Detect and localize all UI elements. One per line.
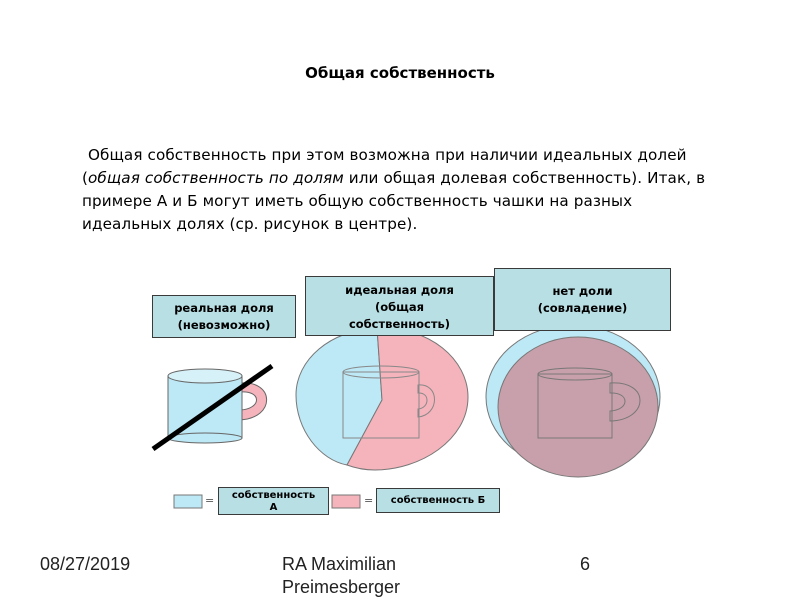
right-mug-rim [537,367,613,381]
footer-author: RA Maximilian Preimesberger [282,553,400,599]
right-mug-body [537,373,613,439]
label-ideal-share: идеальная доля (общая собственность) [305,276,494,336]
label-ideal-line3: собственность) [348,317,451,331]
label-ideal-line1: идеальная доля [345,283,454,297]
slide-title: Общая собственность [305,64,495,82]
label-no-share: нет доли (совладение) [494,268,671,331]
slide-paragraph: Общая собственность при этом возможна пр… [82,144,722,236]
right-mug-handle [609,382,641,422]
label-none-line2: (совладение) [537,301,628,315]
legend-owner-b: собственность Б [376,488,500,513]
legend-owner-a: собственность А [218,487,329,515]
legend-equals-b: = [364,494,374,507]
owner-b-share [346,327,469,471]
label-ideal-line2: (общая [374,300,425,314]
owner-a-share [295,327,383,466]
legend-owner-a-line1: собственность [231,490,316,501]
owner-b-circle [497,336,659,478]
left-mug-rim [167,368,243,384]
real-share-mug [151,363,274,452]
middle-mug-body [342,371,420,439]
footer-date: 08/27/2019 [40,554,131,574]
paragraph-part-1: Общая собственность при этом возможна пр… [82,146,687,187]
legend-owner-b-label: собственность Б [390,495,486,506]
legend-owner-a-line2: А [269,502,278,513]
footer-author-line2: Preimesberger [282,577,401,597]
no-share-circles [485,324,661,478]
middle-mug-handle [417,384,435,418]
middle-mug-rim [342,365,420,379]
footer-page-number: 6 [580,554,591,574]
cross-out-line [151,363,274,452]
legend-equals-a: = [205,494,215,507]
label-real-line2: (невозможно) [177,318,271,332]
label-real-share: реальная доля (невозможно) [152,295,296,338]
legend-swatch-b [331,494,361,509]
left-mug-base [167,432,243,444]
paragraph-part-2: или общая долевая собственность). Итак, … [82,169,706,233]
ideal-share-circle [295,327,469,471]
paragraph-italic: общая собственность по долям [88,169,344,187]
legend-swatch-a [173,494,203,509]
footer-author-line1: RA Maximilian [282,554,397,574]
label-real-line1: реальная доля [174,301,274,315]
label-none-line1: нет доли [552,284,613,298]
